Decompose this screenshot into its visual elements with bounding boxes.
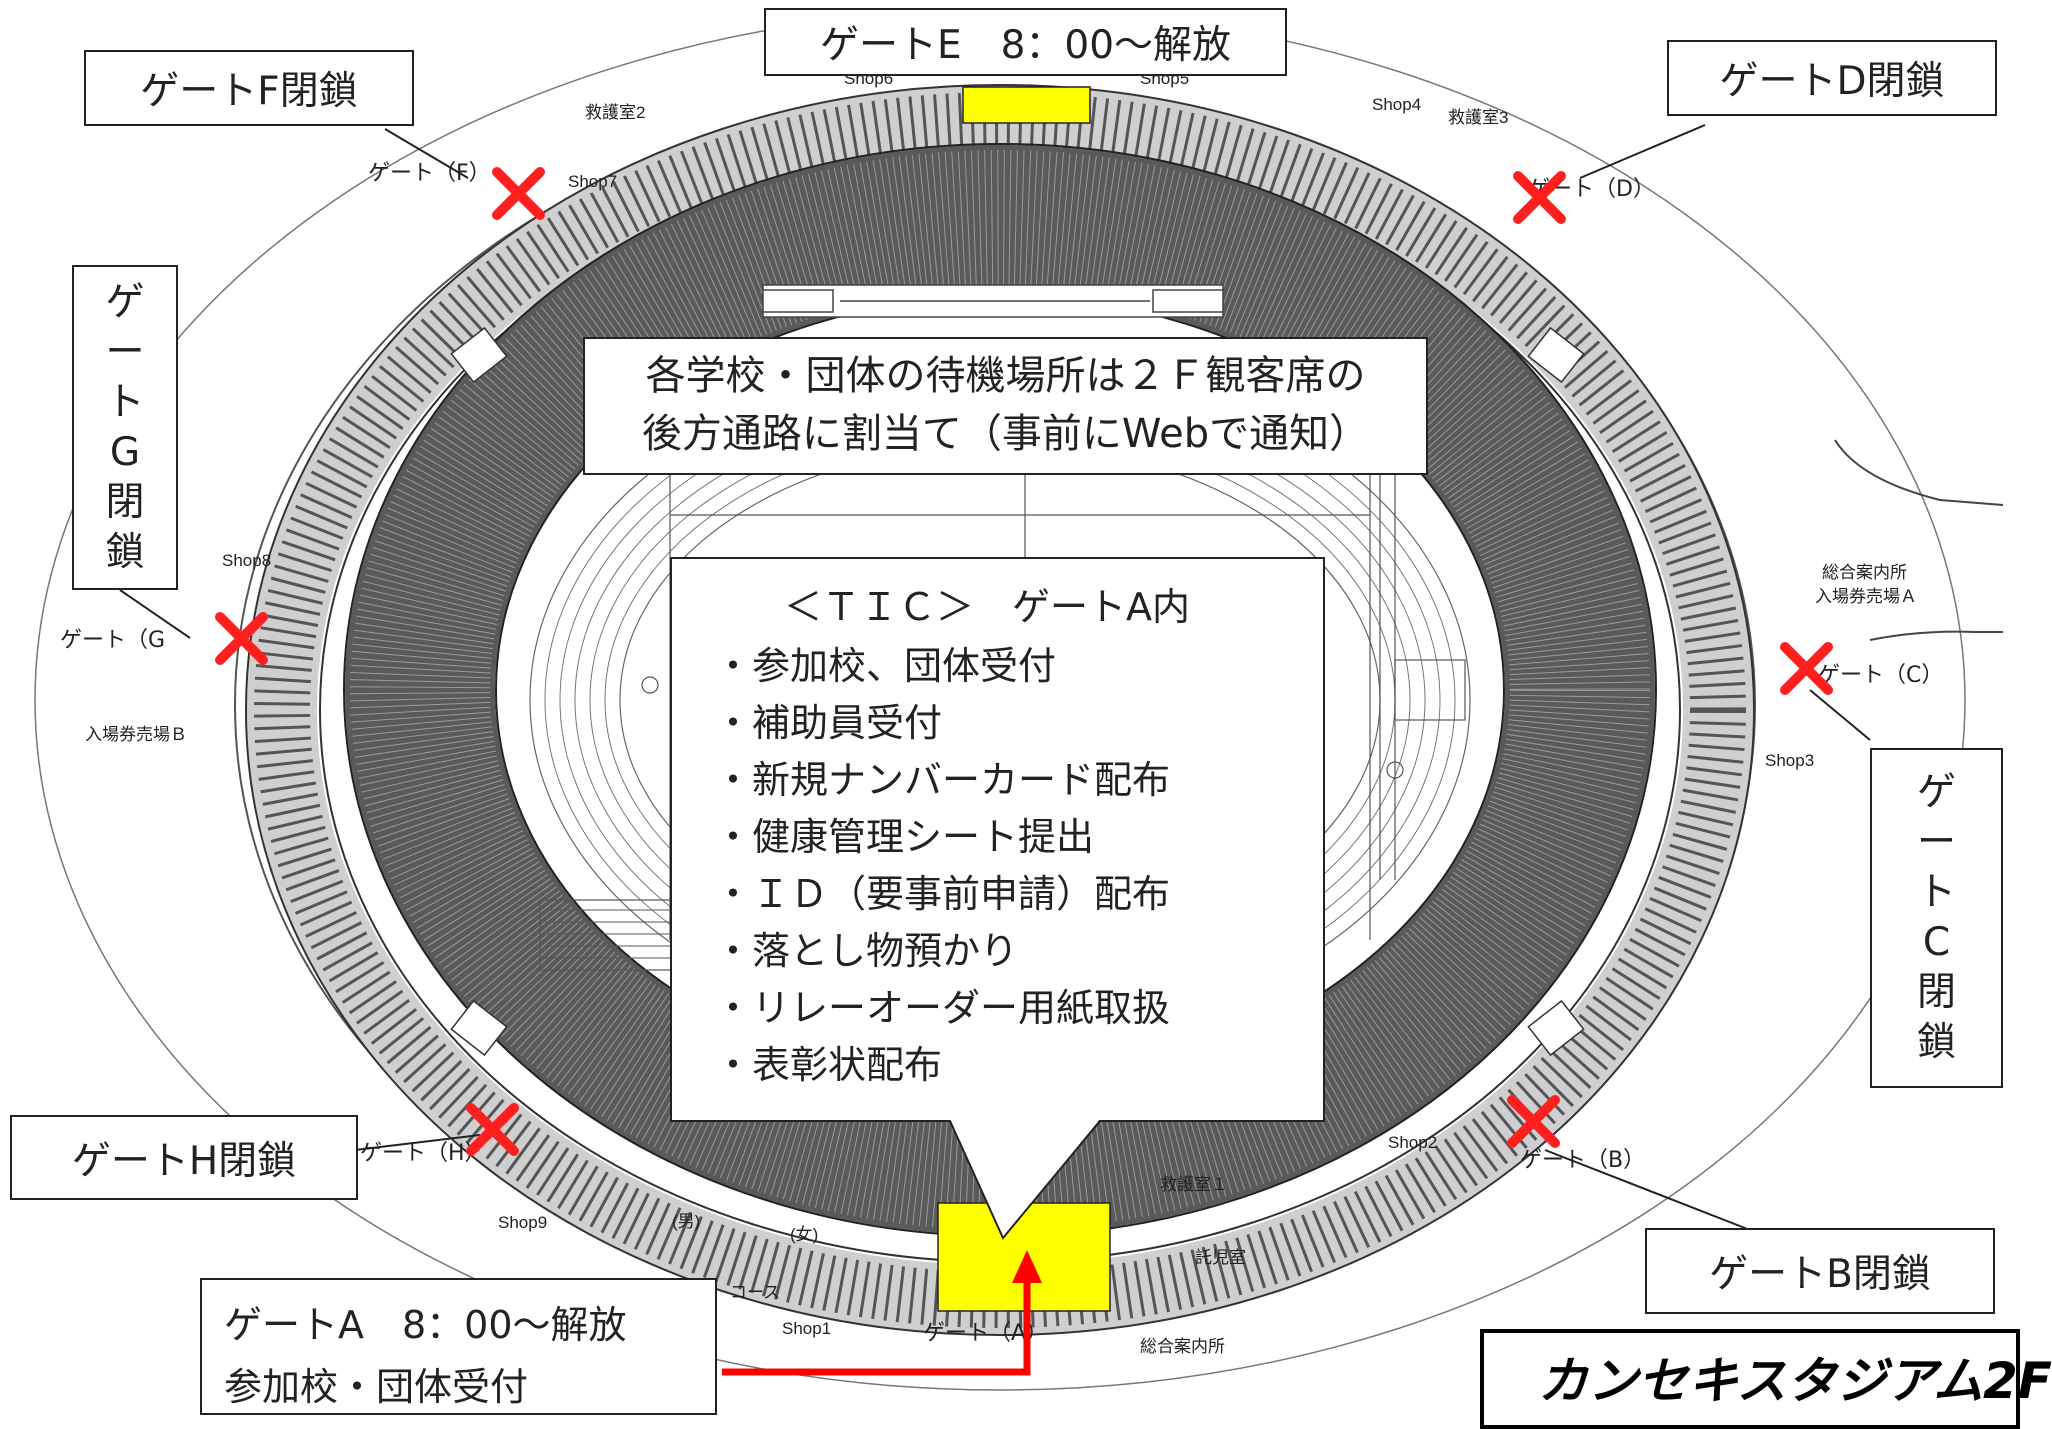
tic-services-list: 参加校、団体受付 補助員受付 新規ナンバーカード配布 健康管理シート提出 ＩＤ（…	[714, 638, 1323, 1094]
vomitories	[450, 326, 1585, 1057]
gate-c-char: 鎖	[1916, 1020, 1956, 1065]
gate-h-closed-mark	[466, 1103, 519, 1156]
gate-c-char: ー	[1916, 820, 1956, 865]
map-label-first-aid-2: 救護室2	[585, 103, 645, 122]
gate-g-char: ゲ	[105, 279, 145, 325]
gate-a-line-1: ゲートA 8：00～解放	[224, 1303, 627, 1347]
gate-c-char: ゲ	[1916, 770, 1956, 815]
gate-a-arrow-line	[722, 1283, 1031, 1376]
waiting-area-callout: 各学校・団体の待機場所は２Ｆ観客席の 後方通路に割当て（事前にWebで通知）	[583, 337, 1428, 475]
map-label-shop3: Shop3	[1765, 751, 1814, 770]
scoreboard	[762, 284, 1224, 318]
callout-leaders	[119, 124, 1871, 1231]
map-label-shop1: Shop1	[782, 1319, 831, 1338]
map-label-tickets-a: 入場券売場Ａ	[1815, 587, 1917, 606]
tic-service-item: 補助員受付	[714, 695, 1323, 752]
tic-service-item: リレーオーダー用紙取扱	[714, 980, 1323, 1037]
gate-f-callout: ゲートF閉鎖	[84, 50, 414, 126]
tic-service-item: 参加校、団体受付	[714, 638, 1323, 695]
waiting-area-line-1: 各学校・団体の待機場所は２Ｆ観客席の	[645, 353, 1366, 399]
map-label-gate-h: ゲート（H）	[360, 1141, 487, 1166]
tic-service-item: 落とし物預かり	[714, 923, 1323, 980]
tic-service-item: 新規ナンバーカード配布	[714, 752, 1323, 809]
gate-g-char: ー	[105, 329, 145, 375]
gate-a-callout: ゲートA 8：00～解放 参加校・団体受付	[200, 1278, 717, 1415]
tic-service-item: 健康管理シート提出	[714, 809, 1323, 866]
road-curve-upper	[1834, 439, 2004, 506]
seating-rows	[350, 150, 1650, 1230]
hurdle-marks	[545, 909, 670, 959]
map-label-shop4: Shop4	[1372, 95, 1421, 114]
map-label-men: (男)	[672, 1212, 700, 1231]
gate-c-char: ト	[1916, 870, 1956, 915]
gate-h-callout: ゲートH閉鎖	[10, 1115, 358, 1200]
tic-callout-tail	[949, 1119, 1101, 1240]
stadium-title: カンセキスタジアム2F	[1480, 1329, 2052, 1429]
gate-b-callout: ゲートB閉鎖	[1645, 1228, 1995, 1314]
gate-c-char: 閉	[1916, 970, 1956, 1015]
gate-a-arrow-head	[1012, 1250, 1042, 1283]
gate-g-char: ト	[105, 379, 145, 425]
waiting-area-line-2: 後方通路に割当て（事前にWebで通知）	[641, 411, 1370, 457]
tic-title: ＜ＴＩＣ＞ ゲートA内	[784, 585, 1190, 629]
tic-service-item: ＩＤ（要事前申請）配布	[714, 866, 1323, 923]
gate-b-closed-mark	[1507, 1095, 1560, 1148]
gate-g-char: G	[109, 429, 141, 475]
gate-c-char: C	[1922, 920, 1951, 965]
map-label-shop8: Shop8	[222, 551, 271, 570]
map-label-corridor: コース	[730, 1283, 780, 1302]
map-label-gate-g: ゲート（G	[60, 628, 165, 653]
map-label-nursery: 託児室	[1195, 1248, 1246, 1267]
road-curve-lower	[1869, 630, 2003, 641]
map-label-shop7: Shop7	[568, 172, 617, 191]
tic-service-item: 表彰状配布	[714, 1037, 1323, 1094]
concourse-outer-line	[245, 84, 1755, 1336]
map-label-shop2: Shop2	[1388, 1133, 1437, 1152]
map-label-tickets-b: 入場券売場Ｂ	[85, 725, 187, 744]
gate-c-closed-mark	[1780, 642, 1833, 695]
gate-e-callout: ゲートE 8：00～解放	[764, 8, 1287, 76]
map-label-shop9: Shop9	[498, 1213, 547, 1232]
gate-d-callout: ゲートD閉鎖	[1667, 40, 1997, 116]
map-label-gate-b: ゲート（B）	[1520, 1148, 1645, 1173]
gate-g-callout: ゲ ー ト G 閉 鎖	[72, 265, 178, 590]
map-label-women: (女)	[790, 1225, 818, 1244]
map-label-first-aid-1: 救護室１	[1160, 1175, 1228, 1194]
map-label-gate-f: ゲート（F）	[368, 161, 491, 186]
gate-a-line-2: 参加校・団体受付	[224, 1365, 529, 1409]
closed-marks	[215, 167, 1833, 1156]
gate-e-area	[962, 86, 1091, 124]
concourse-rooms	[254, 92, 1746, 1328]
gate-f-closed-mark	[492, 167, 545, 220]
tic-callout: ＜ＴＩＣ＞ ゲートA内 参加校、団体受付 補助員受付 新規ナンバーカード配布 健…	[670, 557, 1325, 1122]
gate-g-char: 閉	[105, 479, 145, 525]
map-label-gate-c: ゲート（C）	[1818, 663, 1943, 688]
gate-d-closed-mark	[1513, 171, 1566, 224]
gate-g-closed-mark	[215, 612, 268, 665]
map-label-info-right: 総合案内所	[1822, 563, 1907, 582]
gate-c-callout: ゲ ー ト C 閉 鎖	[1870, 748, 2003, 1088]
map-label-info-bottom: 総合案内所	[1140, 1337, 1225, 1356]
gate-g-char: 鎖	[105, 529, 145, 575]
map-label-first-aid-3: 救護室3	[1448, 108, 1508, 127]
